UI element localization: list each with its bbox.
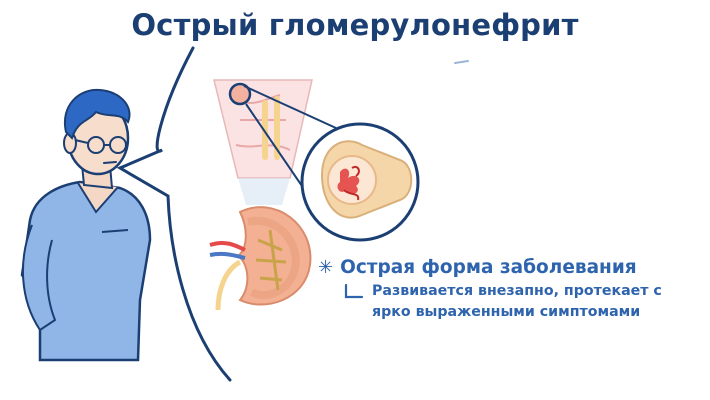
info-heading: Острая форма заболевания [340, 257, 637, 278]
doctor-figure [20, 88, 152, 362]
nephron-section [213, 79, 313, 205]
kidney-illustration [209, 206, 312, 311]
info-description-line-2: ярко выраженными симптомами [372, 304, 641, 320]
info-block: ✳ Острая форма заболевания Развивается в… [318, 257, 702, 323]
magnified-glomerulus [300, 122, 420, 242]
info-description: Развивается внезапно, протекает с ярко в… [372, 281, 702, 323]
info-heading-row: ✳ Острая форма заболевания [318, 257, 702, 278]
page-title: Острый гломерулонефрит [131, 8, 579, 42]
info-description-row: Развивается внезапно, протекает с ярко в… [344, 281, 702, 323]
corner-arrow-icon [344, 284, 364, 299]
info-description-line-1: Развивается внезапно, протекает с [372, 283, 662, 299]
speech-bubble-outline [116, 46, 232, 382]
asterisk-icon: ✳ [318, 257, 334, 278]
